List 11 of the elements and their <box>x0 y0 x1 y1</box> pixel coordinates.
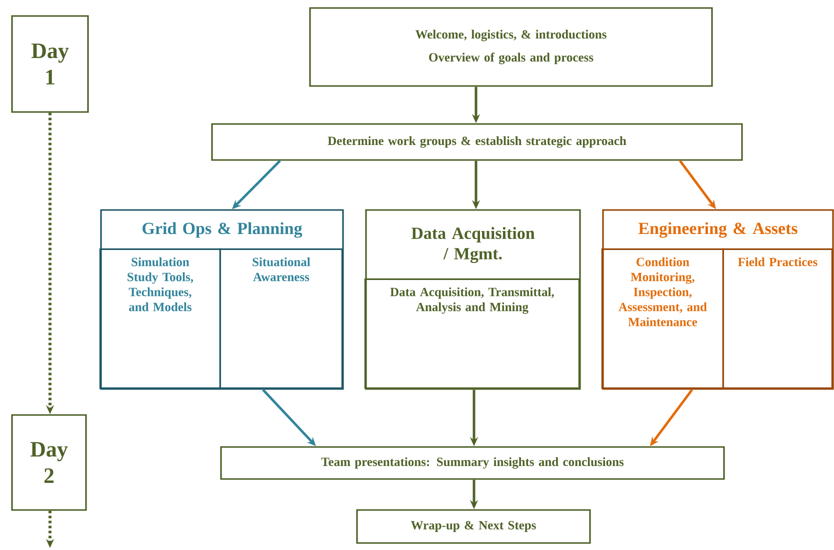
day-box: Day 2 <box>11 414 87 511</box>
table-cell: Condition Monitoring, Inspection, Assessment, and Maintenance <box>601 248 724 389</box>
process-box: Welcome, logistics, & introductions Overview of goals and process <box>309 7 713 87</box>
process-box: Team presentations: Summary insights and conclusions <box>220 446 725 480</box>
table-cell: Data Acquisition, Transmittal, Analysis and Mining <box>364 278 580 389</box>
process-box: Determine work groups & establish strategic approach <box>211 123 743 161</box>
table-cell: Situational Awareness <box>219 248 343 389</box>
day-box: Day 1 <box>11 15 89 113</box>
table-cell: Field Practices <box>722 248 833 389</box>
process-box: Wrap-up & Next Steps <box>356 509 591 544</box>
table-cell: Simulation Study Tools, Techniques, and Models <box>99 248 221 389</box>
